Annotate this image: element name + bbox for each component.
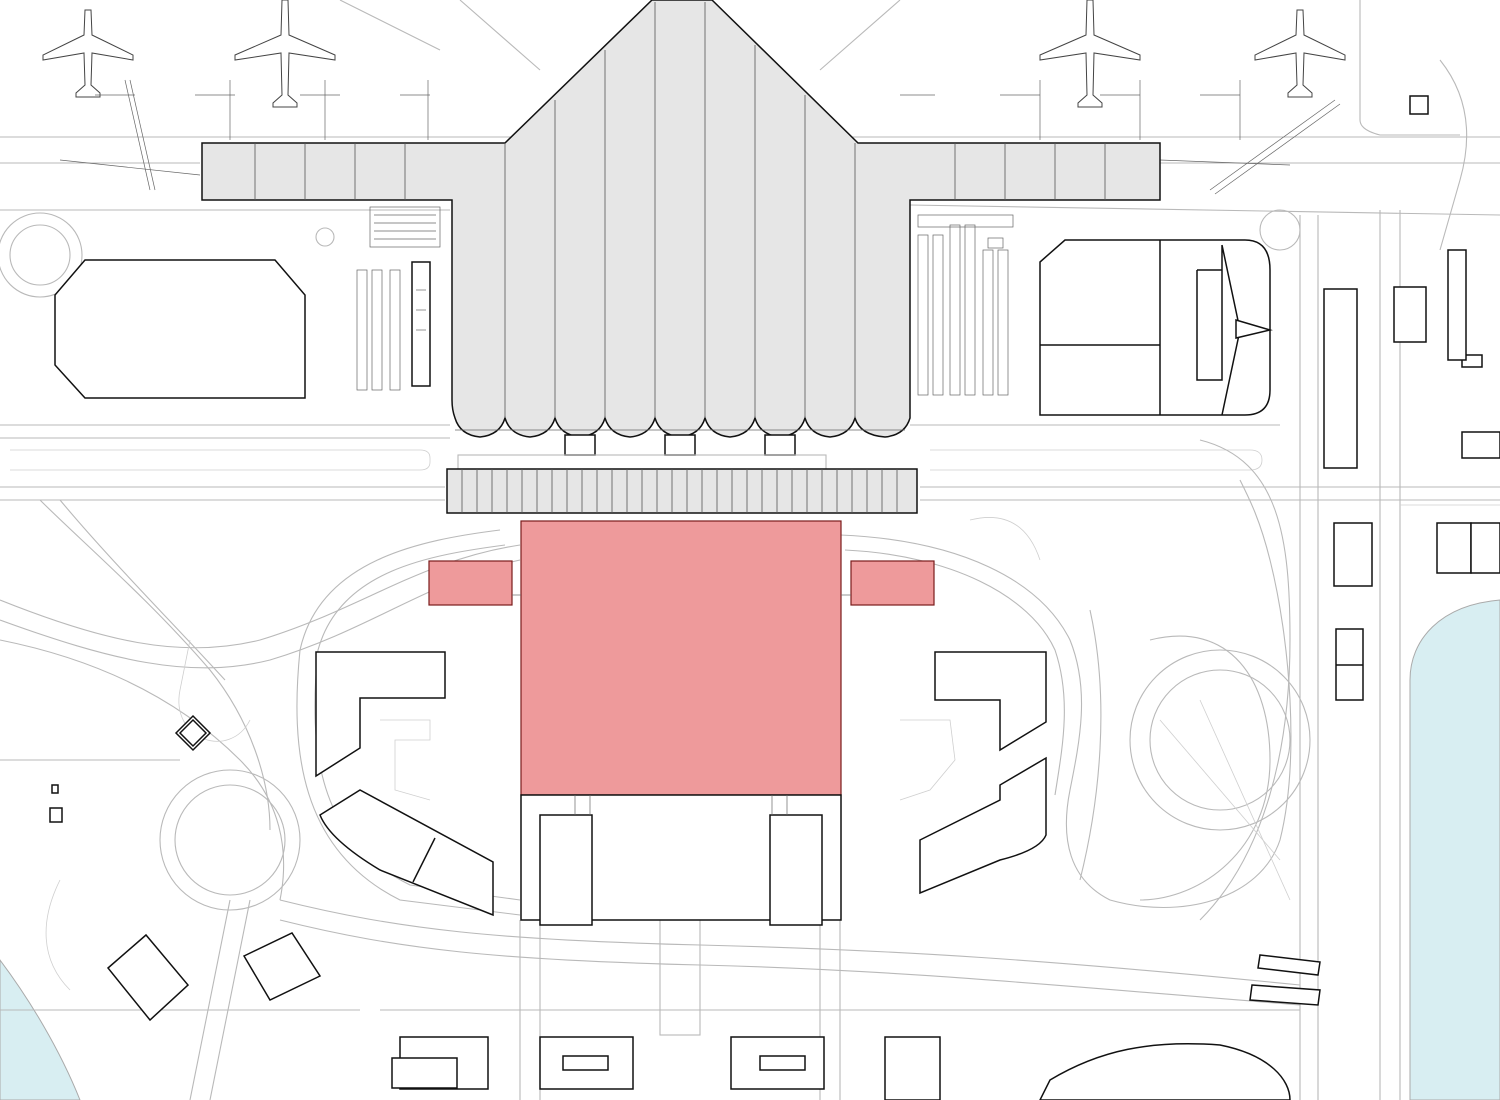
central-block	[520, 520, 842, 796]
south-block	[520, 794, 842, 926]
aircraft-2	[234, 0, 336, 108]
east-lake	[1409, 599, 1500, 1100]
west-annex	[428, 560, 513, 606]
building-east-l	[934, 651, 1047, 752]
east-annex	[850, 560, 935, 606]
building-west-l	[315, 651, 446, 778]
southwest-water	[0, 959, 81, 1100]
parking-west	[356, 206, 441, 391]
small-buildings-west	[49, 714, 322, 1022]
jet-bridges	[59, 79, 1341, 195]
aircraft-1	[42, 9, 134, 98]
terminal-building	[201, 0, 1161, 456]
canopy-structure	[446, 468, 918, 514]
south-row-buildings	[391, 1036, 941, 1100]
forecourt-outline	[457, 454, 827, 470]
east-side-buildings	[1039, 95, 1500, 1100]
aircraft-3	[1039, 0, 1141, 108]
parking-east	[917, 214, 1014, 396]
arena-west	[54, 259, 306, 399]
building-east-curve	[919, 756, 1047, 895]
building-west-curve	[319, 789, 494, 917]
aircraft-group	[42, 0, 1346, 195]
stadium-east	[1039, 239, 1273, 416]
aircraft-4	[1254, 9, 1346, 98]
